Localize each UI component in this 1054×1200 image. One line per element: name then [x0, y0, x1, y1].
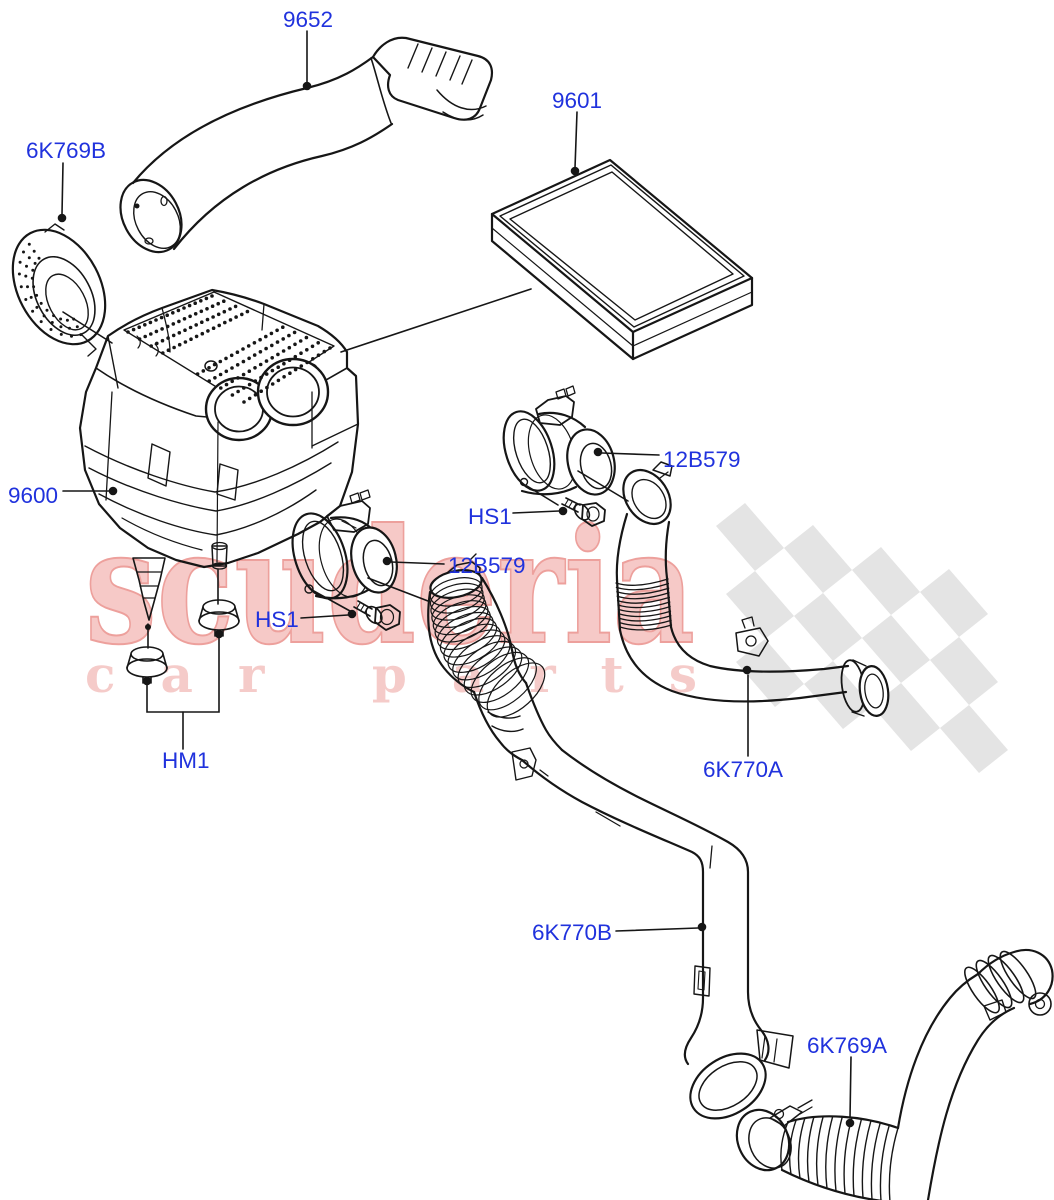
part-12b579-maf-sensor-left — [291, 489, 398, 600]
leader-dot — [742, 665, 752, 675]
flag-check-cell — [794, 593, 862, 661]
indicator-lines — [62, 288, 629, 649]
part-label-9652: 9652 — [283, 7, 333, 32]
flag-check-cell — [852, 547, 920, 615]
leader-line — [601, 452, 660, 456]
flag-check-cell — [930, 637, 998, 705]
indicator-line — [577, 470, 629, 502]
flag-check-cell — [716, 503, 784, 571]
flag-check-cell — [784, 525, 852, 593]
leader-dot — [347, 609, 357, 619]
part-label-6k770a: 6K770A — [703, 757, 783, 782]
flag-check-cell — [726, 571, 794, 639]
flag-check-cell — [940, 705, 1008, 773]
part-hs1-bolt-upper — [561, 497, 606, 527]
leader-dot — [593, 447, 603, 457]
indicator-line — [62, 311, 113, 344]
flag-check-cell — [920, 569, 988, 637]
part-label-9601: 9601 — [552, 88, 602, 113]
indicator-line — [526, 485, 559, 506]
leader-line — [390, 561, 445, 565]
leader-line — [615, 927, 699, 932]
part-6k770a-hose — [615, 461, 890, 717]
flag-check-cell — [736, 639, 804, 707]
part-9652-intake-duct — [119, 36, 494, 254]
leader-dot — [214, 629, 224, 639]
checkered-flag-watermark — [716, 503, 1008, 773]
part-label-hm1: HM1 — [162, 748, 210, 773]
generated-detail — [17, 242, 899, 1200]
part-label-6k769b: 6K769B — [26, 138, 106, 163]
leader-dot — [570, 166, 580, 176]
leader-dot — [142, 676, 152, 686]
part-9601-air-filter — [490, 158, 754, 361]
part-label-9600: 9600 — [8, 483, 58, 508]
leader-dot — [108, 486, 118, 496]
part-6k769b-intake-snorkel — [11, 223, 107, 357]
part-label-hs1: HS1 — [468, 504, 512, 529]
part-label-12b579: 12B579 — [663, 447, 741, 472]
leader-line — [300, 614, 349, 619]
leader-line — [849, 1056, 852, 1119]
part-label-6k770b: 6K770B — [532, 920, 612, 945]
leader-dot — [382, 556, 392, 566]
leader-line — [61, 162, 64, 215]
leader-dot — [845, 1118, 855, 1128]
part-label-6k769a: 6K769A — [807, 1033, 887, 1058]
part-6k770b-outlet-pipe — [520, 748, 794, 1120]
indicator-line — [367, 577, 429, 602]
leader-dot — [558, 506, 568, 516]
leader-dot — [57, 213, 67, 223]
part-hm1-grommets — [126, 599, 240, 684]
part-label-12b579: 12B579 — [448, 553, 526, 578]
part-label-hs1: HS1 — [255, 607, 299, 632]
watermark-subtitle: car parts — [85, 645, 697, 704]
part-6k769a-intake-hose — [735, 948, 1054, 1200]
leader-line — [512, 510, 560, 514]
flag-check-cell — [862, 615, 930, 683]
leader-dot — [302, 81, 312, 91]
part-12b579-maf-sensor-right — [502, 385, 616, 496]
part-9600-air-cleaner-box — [78, 288, 360, 630]
part-hs1-bolt-lower — [353, 600, 401, 631]
indicator-line — [340, 288, 532, 353]
leader-dot — [697, 922, 707, 932]
indicator-line — [311, 589, 351, 612]
leader-line — [574, 111, 578, 169]
